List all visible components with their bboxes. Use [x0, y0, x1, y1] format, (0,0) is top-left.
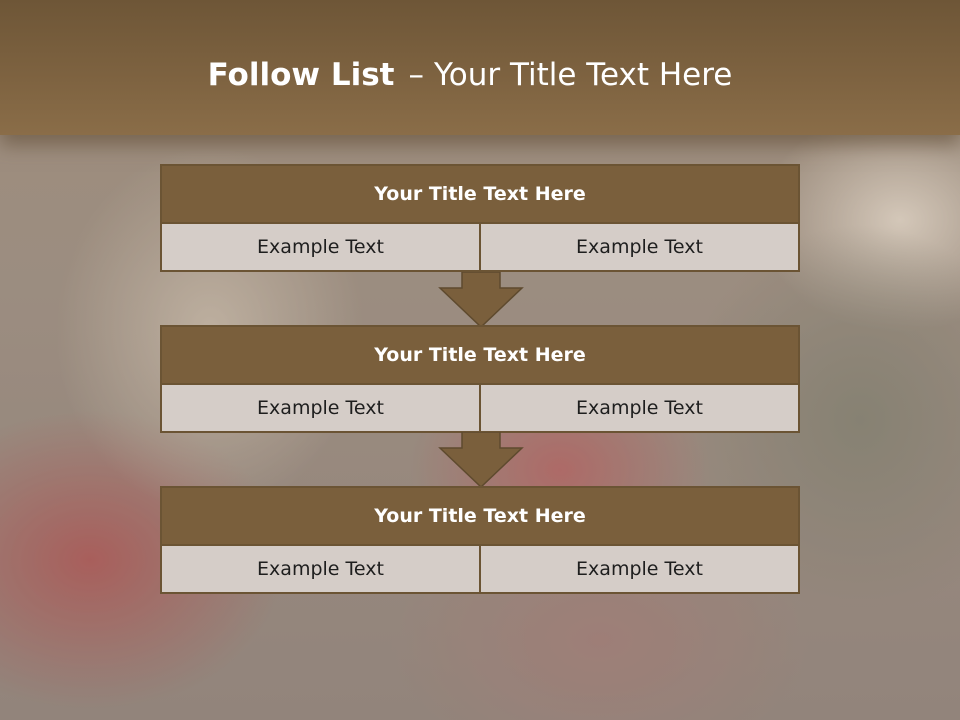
list-block-2: Your Title Text Here Example Text Exampl…	[160, 325, 800, 433]
block-title: Your Title Text Here	[162, 166, 798, 222]
block-row: Example Text Example Text	[162, 544, 798, 592]
block-title: Your Title Text Here	[162, 488, 798, 544]
block-row: Example Text Example Text	[162, 222, 798, 270]
list-block-3: Your Title Text Here Example Text Exampl…	[160, 486, 800, 594]
list-block-1: Your Title Text Here Example Text Exampl…	[160, 164, 800, 272]
down-arrow-icon	[438, 432, 524, 488]
block-cell-right: Example Text	[479, 385, 798, 431]
block-cell-right: Example Text	[479, 224, 798, 270]
block-cell-left: Example Text	[162, 546, 479, 592]
block-cell-left: Example Text	[162, 385, 479, 431]
slide-title-bold: Follow List	[207, 57, 395, 93]
down-arrow-icon	[438, 272, 524, 328]
block-cell-left: Example Text	[162, 224, 479, 270]
header-band	[0, 0, 960, 135]
slide-title-dash: –	[408, 57, 424, 93]
slide-title: Follow List–Your Title Text Here	[0, 52, 940, 98]
block-cell-right: Example Text	[479, 546, 798, 592]
slide-title-rest: Your Title Text Here	[433, 57, 733, 93]
block-title: Your Title Text Here	[162, 327, 798, 383]
block-row: Example Text Example Text	[162, 383, 798, 431]
